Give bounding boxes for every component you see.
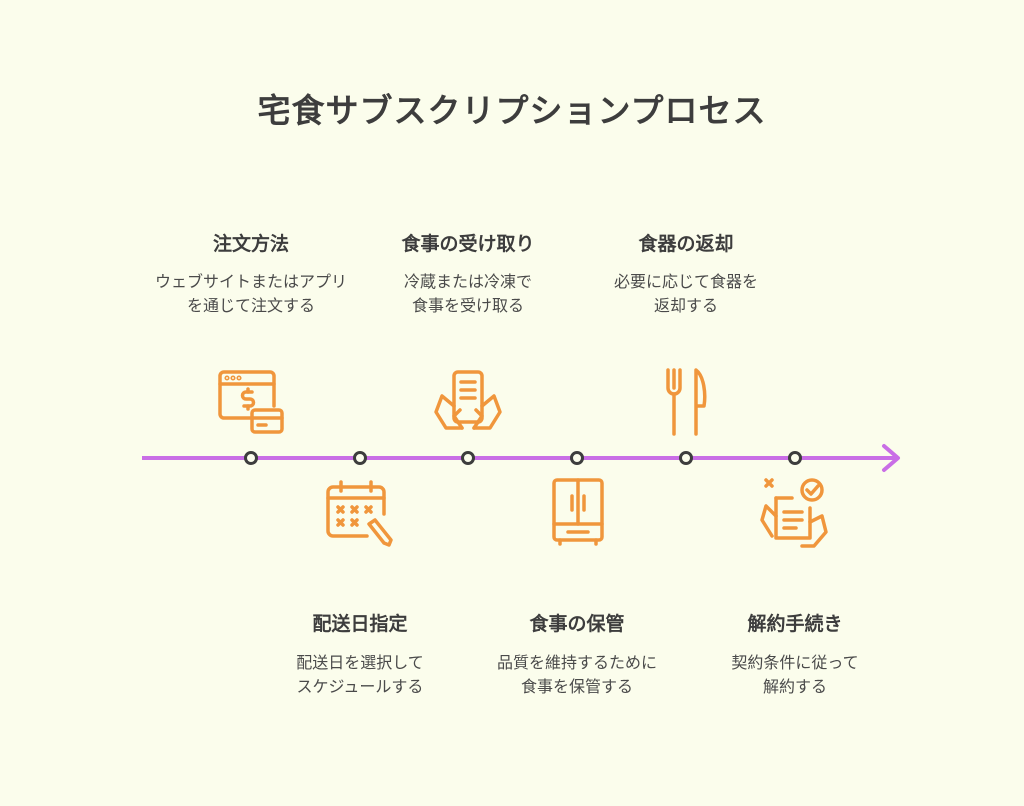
step-2-heading: 配送日指定 (312, 613, 408, 635)
cancel-checklist-icon (760, 478, 828, 548)
step-4-desc-line-2: 食事を保管する (520, 677, 633, 696)
step-4-desc: 品質を維持するために 食事を保管する (457, 651, 697, 699)
step-4-heading: 食事の保管 (529, 613, 625, 635)
step-5-desc: 必要に応じて食器を 返却する (566, 270, 806, 318)
cutlery-icon (666, 368, 707, 436)
timeline-arrowhead (882, 444, 900, 472)
timeline-node-6 (788, 451, 802, 465)
step-3-desc-line-2: 食事を受け取る (411, 296, 524, 315)
step-6-desc-line-2: 解約する (762, 677, 827, 696)
timeline-node-1 (244, 451, 258, 465)
step-6-desc-line-1: 契約条件に従って (731, 653, 859, 672)
page-title: 宅食サブスクリプションプロセス (257, 91, 767, 130)
step-3-desc-line-1: 冷蔵または冷凍で (403, 272, 532, 291)
step-3-desc: 冷蔵または冷凍で 食事を受け取る (348, 270, 588, 318)
step-2-desc-line-2: スケジュールする (296, 677, 424, 696)
calendar-icon (326, 480, 393, 547)
step-1-heading: 注文方法 (212, 233, 289, 255)
step-6-desc: 契約条件に従って 解約する (675, 651, 915, 699)
timeline-node-2 (353, 451, 367, 465)
step-1-desc: ウェブサイトまたはアプリ を通じて注文する (131, 270, 371, 318)
step-5-desc-line-2: 返却する (653, 296, 718, 315)
timeline-node-3 (461, 451, 475, 465)
step-1-desc-line-1: ウェブサイトまたはアプリ (154, 272, 347, 291)
timeline-node-5 (679, 451, 693, 465)
web-payment-icon (218, 370, 284, 434)
step-1-desc-line-2: を通じて注文する (186, 296, 315, 315)
step-5-heading: 食器の返却 (638, 233, 734, 255)
step-4-desc-line-1: 品質を維持するために (496, 653, 657, 672)
refrigerator-icon (552, 478, 604, 546)
step-3-heading: 食事の受け取り (401, 233, 535, 255)
step-2-desc: 配送日を選択して スケジュールする (240, 651, 480, 699)
timeline-node-4 (570, 451, 584, 465)
step-2-desc-line-1: 配送日を選択して (296, 653, 424, 672)
step-5-desc-line-1: 必要に応じて食器を (613, 272, 758, 291)
receive-menu-icon (434, 370, 502, 430)
step-6-heading: 解約手続き (747, 613, 843, 635)
